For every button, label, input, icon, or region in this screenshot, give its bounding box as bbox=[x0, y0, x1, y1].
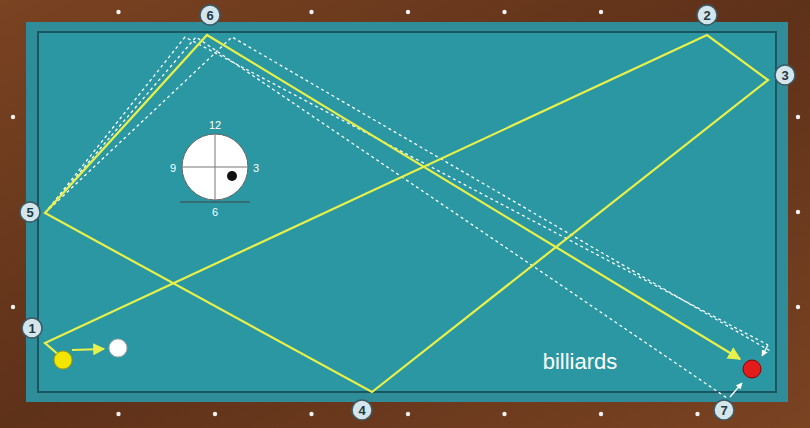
callout-number: 2 bbox=[703, 9, 710, 22]
tip-diagram bbox=[180, 134, 250, 202]
clock-number: 3 bbox=[253, 163, 259, 174]
callout-circle bbox=[352, 400, 372, 420]
callout-circle bbox=[714, 400, 734, 420]
clock-number: 6 bbox=[212, 207, 218, 218]
callout-number: 5 bbox=[26, 206, 33, 219]
callout-number: 4 bbox=[358, 404, 365, 417]
callout-circles bbox=[20, 5, 795, 420]
caption-text: billiards bbox=[543, 351, 618, 373]
cushion bbox=[26, 22, 788, 402]
callout-circle bbox=[22, 318, 42, 338]
callout-circle bbox=[20, 202, 40, 222]
clock-number: 9 bbox=[170, 163, 176, 174]
clock-number: 12 bbox=[209, 120, 221, 131]
cloth bbox=[38, 32, 776, 392]
callout-number: 3 bbox=[781, 69, 788, 82]
yellow-ball bbox=[54, 351, 72, 369]
rail-diamonds bbox=[11, 10, 800, 416]
ball-path bbox=[45, 35, 768, 392]
callout-circle bbox=[697, 5, 717, 25]
callout-circle bbox=[775, 65, 795, 85]
callout-number: 1 bbox=[28, 322, 35, 335]
callout-number: 7 bbox=[720, 404, 727, 417]
callout-number: 6 bbox=[206, 9, 213, 22]
callout-circle bbox=[200, 5, 220, 25]
red-ball bbox=[743, 360, 761, 378]
white-ball bbox=[109, 339, 127, 357]
alternative-paths bbox=[45, 37, 772, 398]
